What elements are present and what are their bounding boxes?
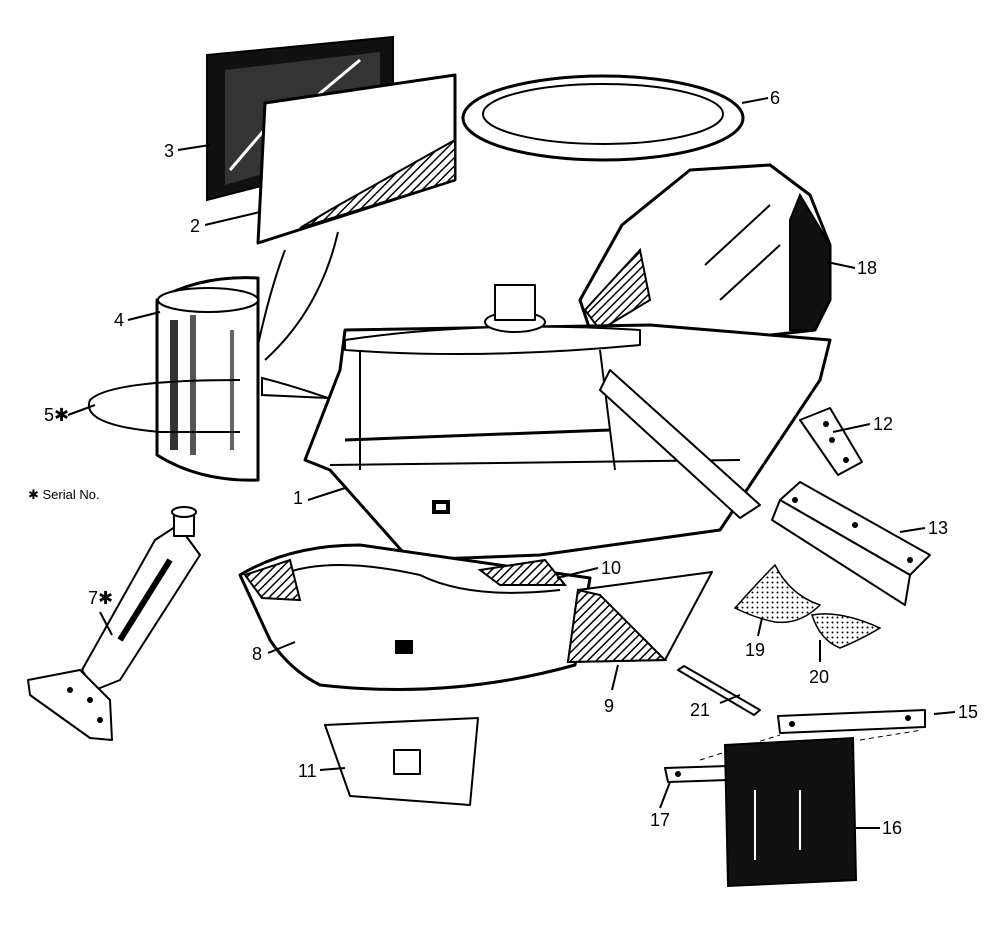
part-1-main-housing	[303, 284, 832, 562]
callout-21: 21	[690, 700, 710, 720]
callout-9: 9	[604, 696, 614, 716]
serial-number-footnote: ✱ Serial No.	[28, 487, 100, 502]
callout-18: 18	[857, 258, 877, 278]
callout-4: 4	[114, 310, 124, 330]
part-16-mounting-plate	[723, 736, 858, 888]
callout-12: 12	[873, 414, 893, 434]
part-6-ring-seal	[461, 74, 745, 162]
callout-2: 2	[190, 216, 200, 236]
part-13-angle-bracket	[771, 481, 931, 606]
callout-3: 3	[164, 141, 174, 161]
callout-6: 6	[770, 88, 780, 108]
part-18-shaped-panel	[578, 163, 832, 340]
part-11-panel	[324, 717, 479, 806]
callout-11: 11	[298, 761, 317, 781]
callout-16: 16	[882, 818, 902, 838]
callout-13: 13	[928, 518, 948, 538]
callout-19: 19	[745, 640, 765, 660]
callout-17: 17	[650, 810, 670, 830]
part-15-rail	[777, 709, 926, 734]
part-9-side-panel	[566, 571, 713, 664]
part-19-perforated-plate	[733, 563, 822, 624]
callout-20: 20	[809, 667, 829, 687]
callout-8: 8	[252, 644, 262, 664]
part-7-stand	[27, 506, 201, 741]
callout-7: 7✱	[88, 588, 113, 608]
callout-5: 5✱	[44, 405, 69, 425]
part-2-front-panel	[256, 73, 457, 245]
part-20-perforated-plate	[811, 613, 882, 649]
part-5-ring	[87, 379, 241, 433]
callout-10: 10	[601, 558, 621, 578]
part-4-drum	[155, 276, 260, 482]
leader-lines	[67, 97, 956, 829]
callout-15: 15	[958, 702, 978, 722]
part-12-bracket	[799, 407, 863, 476]
callout-1: 1	[293, 488, 303, 508]
